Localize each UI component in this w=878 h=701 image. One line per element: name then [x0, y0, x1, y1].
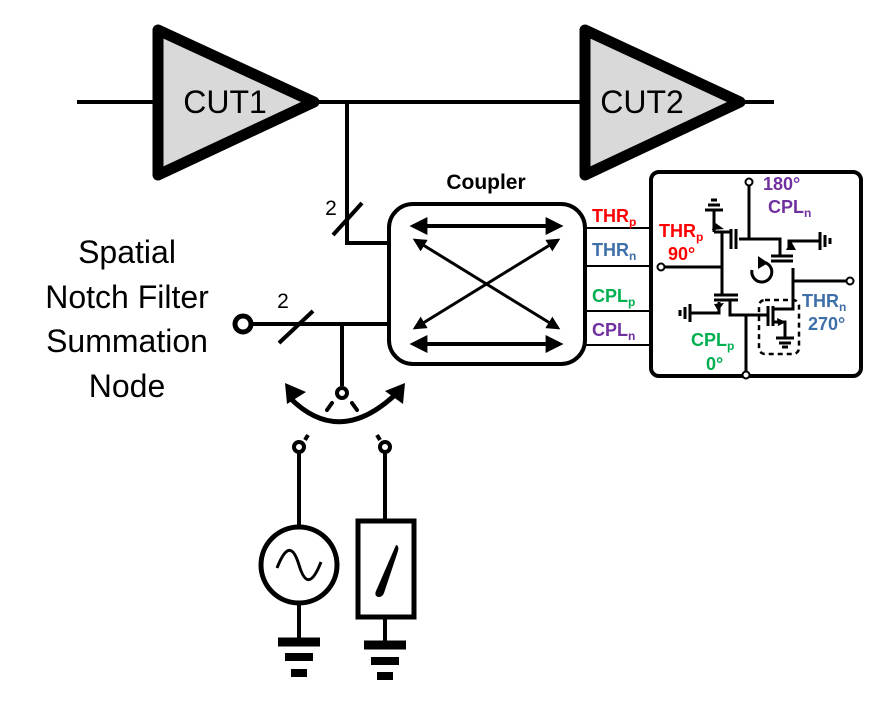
- circulator-box: [649, 170, 863, 378]
- phase-label-thr-p: 90°: [668, 244, 695, 264]
- transistor-icon: [705, 198, 738, 249]
- phase-label-cpl-n: 180°: [763, 174, 800, 194]
- svg-text:Spatial: Spatial: [78, 234, 176, 270]
- rf-switch[interactable]: [285, 324, 405, 454]
- switch-arrow-icon: [385, 383, 405, 404]
- amplifier-cut1: CUT1: [152, 24, 320, 181]
- amplifier-triangle-icon: [579, 24, 746, 181]
- circulator-block: 180° CPLn THRp 90° THRn 270° CPLp 0°: [649, 170, 863, 380]
- meter-needle-icon: [375, 545, 399, 597]
- sine-wave-icon: [275, 548, 323, 582]
- bus-width-label: 2: [277, 290, 289, 313]
- port-lines: [585, 227, 651, 346]
- coupler-cross-arrow-icon: [412, 238, 561, 330]
- port-terminal[interactable]: [741, 370, 751, 380]
- transistor-icon: [766, 300, 795, 349]
- dashed-highlight-box: [757, 298, 801, 356]
- port-label-thr-p: THRp: [659, 221, 703, 244]
- port-label-cpl-n: CPLn: [768, 197, 811, 220]
- amplifier-triangle-icon: [152, 24, 320, 181]
- port-label-cpl-p: CPLp: [691, 330, 734, 353]
- circular-arrow-icon: [750, 256, 774, 284]
- bus-slash-icon: [331, 201, 364, 237]
- port-terminal[interactable]: [656, 262, 666, 272]
- port-label-cpl-p: CPLp: [592, 286, 635, 309]
- summation-node-terminal[interactable]: [232, 313, 254, 335]
- switch-arc-icon: [288, 386, 404, 425]
- svg-text:Summation: Summation: [46, 323, 208, 359]
- signal-generator: [258, 452, 340, 677]
- bus-slash-icon: [277, 309, 315, 345]
- summation-node-label: Spatial Notch Filter Summation Node: [45, 234, 209, 404]
- bus-width-label: 2: [325, 197, 337, 220]
- port-label-cpl-n: CPLn: [592, 320, 635, 343]
- svg-text:Node: Node: [89, 368, 166, 404]
- port-labels: THRp THRn CPLp CPLn: [592, 206, 636, 343]
- power-meter: [355, 452, 417, 680]
- coupler-tap-wire: [345, 102, 388, 245]
- port-terminal[interactable]: [845, 276, 855, 286]
- port-label-thr-p: THRp: [592, 206, 636, 229]
- transistor-icon: [771, 232, 832, 263]
- phase-label-thr-n: 270°: [808, 314, 845, 334]
- amplifier-label: CUT1: [183, 84, 267, 120]
- switch-arrow-icon: [285, 383, 306, 404]
- amplifier-cut2: CUT2: [579, 24, 746, 181]
- port-label-thr-n: THRn: [592, 240, 636, 263]
- coupler-block: [387, 202, 587, 366]
- port-label-thr-n: THRn: [802, 291, 846, 314]
- phase-label-cpl-p: 0°: [706, 354, 723, 374]
- coupler-title: Coupler: [446, 171, 525, 194]
- svg-text:Notch Filter: Notch Filter: [45, 279, 209, 315]
- port-terminal[interactable]: [744, 177, 754, 187]
- amplifier-label: CUT2: [600, 84, 684, 120]
